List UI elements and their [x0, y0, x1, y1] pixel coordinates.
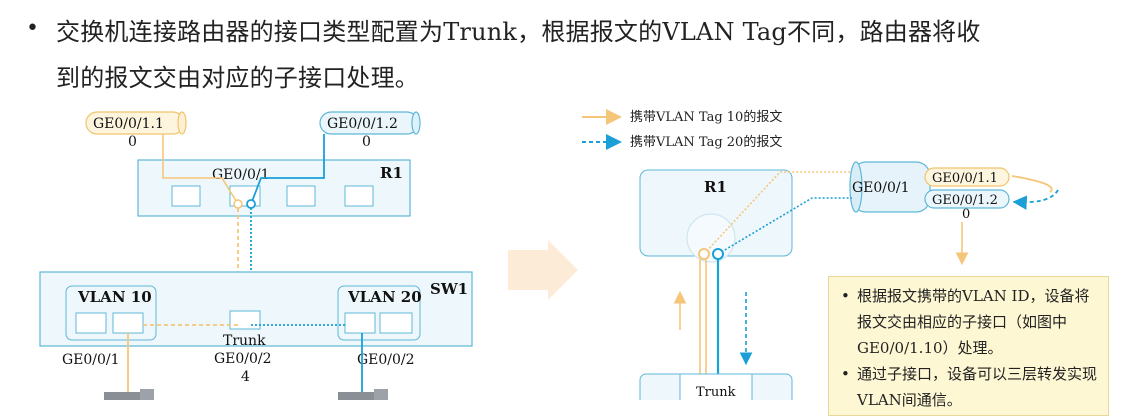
switch-name: SW1 [430, 280, 468, 298]
subinterface-1-2-value: 0 [362, 134, 371, 150]
transition-arrow [508, 240, 578, 300]
vlan10-port-b [112, 312, 144, 334]
subinterface-1-1-label: GE0/0/1.1 [93, 116, 164, 132]
header-line-2: 到的报文交由对应的子接口处理。 [56, 64, 419, 92]
host-1-icon [104, 389, 154, 400]
right-sub1-label: GE0/0/1.1 [932, 171, 998, 186]
vlan20-port-a [344, 312, 376, 334]
info-box: • 根据报文携带的VLAN ID，设备将报文交由相应的子接口（如图中GE0/0/… [828, 276, 1109, 416]
info-item-2: • 通过子接口，设备可以三层转发实现VLAN间通信。 [841, 361, 1098, 413]
right-trunk-label: Trunk [696, 385, 736, 400]
right-router-port-ring [686, 213, 736, 263]
vlan20-port-b [379, 312, 413, 334]
header-bullet: • [26, 16, 39, 41]
access-port-1-label: GE0/0/1 [62, 352, 120, 368]
trunk-port [229, 310, 261, 330]
right-port-label: GE0/0/1 [852, 180, 910, 196]
right-router-name: R1 [704, 178, 727, 196]
trunk-label: Trunk [223, 333, 266, 349]
vlan-routing-diagram: GE0/0/1.1 0 GE0/0/1.2 0 GE0/0/1 R1 SW1 V… [39, 109, 1059, 400]
subif1-link [162, 134, 239, 205]
router-port-label: GE0/0/1 [212, 167, 270, 183]
right-sub2-label: GE0/0/1.2 [932, 193, 998, 208]
trunk-port-label: GE0/0/2 [214, 351, 272, 367]
header-line-1: 交换机连接路由器的接口类型配置为Trunk，根据报文的VLAN Tag不同，路由… [56, 18, 981, 46]
subinterface-1-1-cylinder [85, 111, 187, 135]
loop-orange-arrow [1011, 175, 1053, 193]
right-sub-value: 0 [962, 207, 970, 222]
access-port-2-label: GE0/0/2 [357, 352, 415, 368]
right-sub2-cylinder [924, 189, 1010, 209]
legend-tag20-label: 携带VLAN Tag 20的报文 [630, 134, 782, 150]
right-blue-dot [712, 248, 724, 260]
right-orange-path [703, 171, 852, 255]
subinterface-1-2-label: GE0/0/1.2 [327, 116, 398, 132]
trunk-port-suffix: 4 [241, 369, 250, 385]
router-ports [171, 185, 374, 207]
legend-tag10-label: 携带VLAN Tag 10的报文 [630, 109, 782, 125]
right-port-cylinder [849, 161, 931, 213]
subinterface-1-2-cylinder [319, 111, 421, 135]
router-name: R1 [380, 164, 403, 182]
vlan10-port-a [75, 312, 107, 334]
vlan10-label: VLAN 10 [77, 288, 152, 306]
info-bullet-1: • [841, 287, 850, 305]
vlan20-label: VLAN 20 [347, 288, 422, 306]
port-blue-dot [246, 199, 256, 209]
right-blue-path [717, 197, 852, 255]
info-bullet-2: • [841, 365, 850, 383]
right-orange-dot [698, 248, 710, 260]
subinterface-1-1-value: 0 [128, 134, 137, 150]
subif2-link [250, 134, 325, 205]
port-orange-dot [233, 199, 243, 209]
right-trunk-port [679, 373, 753, 400]
info-item-1: • 根据报文携带的VLAN ID，设备将报文交由相应的子接口（如图中GE0/0/… [841, 283, 1098, 361]
info-item-1-text: 根据报文携带的VLAN ID，设备将报文交由相应的子接口（如图中GE0/0/1.… [857, 287, 1090, 357]
info-item-2-text: 通过子接口，设备可以三层转发实现VLAN间通信。 [857, 365, 1098, 409]
loop-blue-arrow [1012, 189, 1059, 210]
header: • 交换机连接路由器的接口类型配置为Trunk，根据报文的VLAN Tag不同，… [0, 0, 1121, 100]
right-sub1-cylinder [924, 167, 1010, 187]
host-2-icon [338, 389, 388, 400]
